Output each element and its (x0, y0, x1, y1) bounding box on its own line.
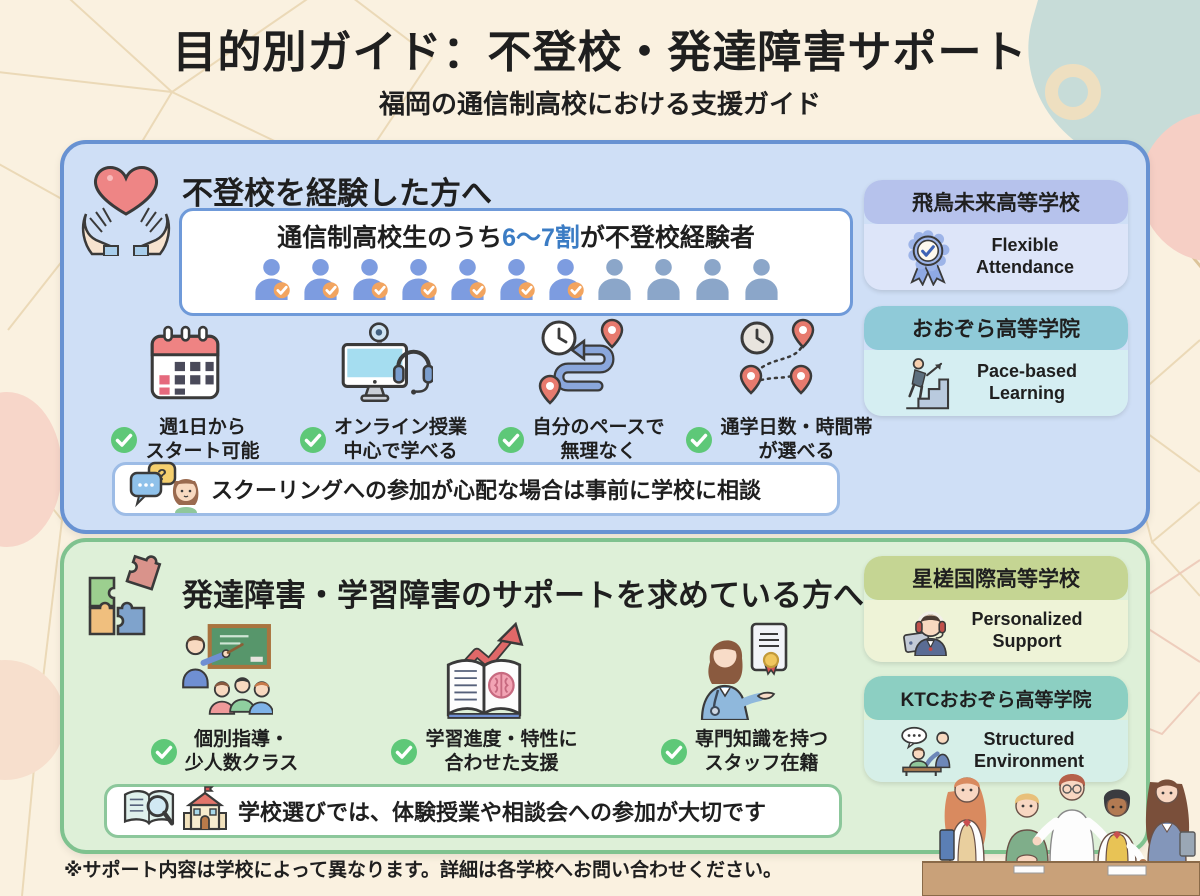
hattatsu-note-text: 学校選びでは、体験授業や相談会への参加が大切です (238, 800, 767, 825)
tan-ring-decoration (1045, 64, 1101, 120)
page-title: 目的別ガイド：不登校・発達障害サポート (172, 28, 1028, 77)
feature-online-class: オンライン授業中心で学べる (284, 314, 482, 464)
hattatsu-school-cards: 星槎国際高等学校 (864, 556, 1128, 782)
schedule-choice-icon (735, 314, 823, 408)
online-class-icon (333, 314, 433, 408)
feature-schedule-choice: 通学日数・時間帯が選べる (680, 314, 878, 464)
person-checked-icon (399, 257, 438, 300)
school-name: KTCおおぞら高等学院 (864, 676, 1128, 720)
check-icon (110, 426, 138, 454)
person-icon (742, 257, 781, 300)
stat-people-row (182, 257, 850, 300)
hattatsu-note-bar: 学校選びでは、体験授業や相談会への参加が大切です (104, 784, 842, 838)
school-name: 星槎国際高等学校 (864, 556, 1128, 600)
school-building-icon (182, 785, 228, 838)
specialist-staff-icon (696, 608, 792, 720)
stat-box: 通信制高校生のうち6〜7割が不登校経験者 (179, 208, 853, 316)
footer-disclaimer: ※サポート内容は学校によって異なります。詳細は各学校へお問い合わせください。 (64, 860, 783, 881)
check-icon (660, 738, 688, 766)
feature-small-class: 個別指導・少人数クラス (94, 608, 354, 776)
guided-study-icon (899, 726, 957, 776)
school-tag: Personalized Support (971, 609, 1083, 651)
school-card-oozora: おおぞら高等学院 Pace-based Learning (864, 306, 1128, 416)
stairs-climb-icon (901, 356, 955, 410)
feature-weekly-start: 週1日からスタート可能 (86, 314, 284, 464)
check-icon (299, 426, 327, 454)
stat-text: 通信制高校生のうち6〜7割が不登校経験者 (277, 224, 755, 252)
feature-own-pace: 自分のペースで無理なく (482, 314, 680, 464)
person-icon (595, 257, 634, 300)
feature-specialist-staff: 専門知識を持つスタッフ在籍 (614, 608, 874, 776)
adaptive-support-icon (434, 608, 534, 720)
hattatsu-heading: 発達障害・学習障害のサポートを求めている方へ (182, 578, 864, 613)
school-tag: Flexible Attendance (975, 235, 1074, 277)
students-teacher-illustration (922, 774, 1200, 896)
futoko-section-panel: 不登校を経験した方へ 通信制高校生のうち6〜7割が不登校経験者 (60, 140, 1150, 534)
person-checked-icon (252, 257, 291, 300)
school-tag: Pace-based Learning (976, 361, 1078, 403)
heart-hands-icon (80, 156, 172, 257)
check-icon (150, 738, 178, 766)
futoko-features: 週1日からスタート可能 (86, 314, 878, 464)
check-icon (685, 426, 713, 454)
futoko-note-text: スクーリングへの参加が心配な場合は事前に学校に相談 (211, 478, 762, 503)
chat-bubbles-icon: ? (129, 461, 201, 518)
attendance-badge-icon (903, 228, 953, 286)
school-card-seisa: 星槎国際高等学校 (864, 556, 1128, 662)
person-checked-icon (546, 257, 585, 300)
school-name: 飛鳥未来高等学校 (864, 180, 1128, 224)
person-checked-icon (350, 257, 389, 300)
check-icon (497, 426, 525, 454)
puzzle-icon (78, 552, 172, 646)
person-checked-icon (301, 257, 340, 300)
school-card-ktc: KTCおおぞら高等学院 (864, 676, 1128, 782)
person-checked-icon (448, 257, 487, 300)
headset-support-icon (901, 606, 955, 656)
person-icon (693, 257, 732, 300)
futoko-note-bar: ? スクーリングへの参加が心配な場合は事前に学校に相談 (112, 461, 840, 518)
own-pace-icon (534, 314, 628, 408)
small-class-icon (175, 608, 273, 720)
school-tag: Structured Environment (973, 729, 1084, 771)
school-card-asuka: 飛鳥未来高等学校 Flexible Attendance (864, 180, 1128, 290)
calendar-icon (144, 314, 226, 408)
check-icon (390, 738, 418, 766)
book-magnifier-icon (121, 787, 177, 836)
person-checked-icon (497, 257, 536, 300)
page-subtitle: 福岡の通信制高校における支援ガイド (378, 89, 821, 119)
hattatsu-features: 個別指導・少人数クラス 学習進度・特性に合わせた支援 (94, 608, 874, 776)
school-name: おおぞら高等学院 (864, 306, 1128, 350)
stat-highlight: 6〜7割 (502, 224, 580, 252)
futoko-school-cards: 飛鳥未来高等学校 Flexible Attendance おおぞら高等学院 (864, 180, 1128, 416)
futoko-heading: 不登校を経験した方へ (182, 176, 492, 211)
feature-adaptive-support: 学習進度・特性に合わせた支援 (354, 608, 614, 776)
person-icon (644, 257, 683, 300)
svg-text:?: ? (157, 467, 167, 484)
